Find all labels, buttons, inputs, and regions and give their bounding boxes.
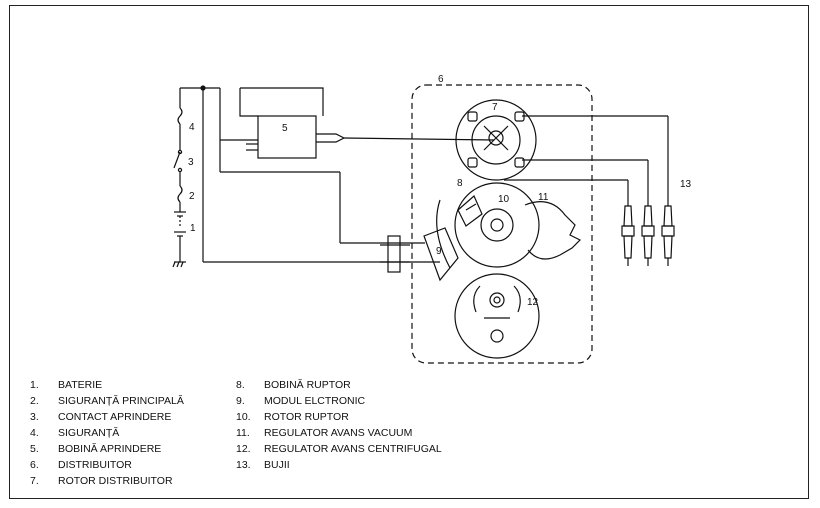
centrifugal-regulator bbox=[454, 273, 540, 359]
legend-item: 6.DISTRIBUITOR bbox=[30, 459, 132, 471]
fuse-icon bbox=[177, 185, 183, 203]
ground-icon bbox=[172, 261, 186, 268]
legend-item: 2.SIGURANȚĂ PRINCIPALĂ bbox=[30, 395, 184, 407]
callout-7: 7 bbox=[492, 102, 498, 113]
legend-item: 9.MODUL ELCTRONIC bbox=[236, 395, 366, 407]
spark-plug-icon bbox=[661, 205, 675, 266]
callout-12: 12 bbox=[527, 297, 539, 308]
legend-item: 1.BATERIE bbox=[30, 379, 103, 391]
battery-icon bbox=[174, 211, 186, 237]
callout-5: 5 bbox=[282, 123, 288, 134]
legend-right: 8.BOBINĂ RUPTOR 9.MODUL ELCTRONIC 10.ROT… bbox=[236, 377, 442, 473]
breaker-rotor bbox=[436, 182, 540, 269]
legend-item: 3.CONTACT APRINDERE bbox=[30, 411, 172, 423]
callout-10: 10 bbox=[498, 194, 510, 205]
electronic-module bbox=[423, 227, 459, 282]
legend-item: 5.BOBINĂ APRINDERE bbox=[30, 443, 162, 455]
callout-4: 4 bbox=[189, 122, 195, 133]
distributor-rotor bbox=[455, 99, 537, 181]
callout-11: 11 bbox=[538, 192, 549, 203]
legend-item: 10.ROTOR RUPTOR bbox=[236, 411, 349, 423]
legend-item: 7.ROTOR DISTRIBUITOR bbox=[30, 475, 173, 487]
switch-icon bbox=[173, 149, 183, 173]
callout-2: 2 bbox=[189, 191, 195, 202]
callout-8: 8 bbox=[457, 178, 463, 189]
legend-item: 11.REGULATOR AVANS VACUUM bbox=[236, 427, 413, 439]
spark-plug-icon bbox=[641, 205, 655, 266]
spark-plug-icon bbox=[621, 205, 635, 266]
legend-item: 12.REGULATOR AVANS CENTRIFUGAL bbox=[236, 443, 442, 455]
high-tension-lead bbox=[343, 137, 495, 141]
legend-item: 8.BOBINĂ RUPTOR bbox=[236, 379, 351, 391]
figure-frame bbox=[9, 5, 809, 499]
vacuum-regulator bbox=[524, 201, 582, 260]
callout-3: 3 bbox=[188, 157, 194, 168]
legend-item: 4.SIGURANȚĂ bbox=[30, 427, 120, 439]
distributor-outline bbox=[411, 84, 593, 364]
coil-icon bbox=[239, 87, 346, 159]
legend-item: 13.BUJII bbox=[236, 459, 290, 471]
connector bbox=[387, 235, 401, 273]
callout-1: 1 bbox=[190, 223, 196, 234]
callout-9: 9 bbox=[436, 246, 442, 257]
fuse-icon bbox=[177, 107, 183, 125]
legend-left: 1.BATERIE 2.SIGURANȚĂ PRINCIPALĂ 3.CONTA… bbox=[30, 377, 184, 489]
callout-13: 13 bbox=[680, 179, 692, 190]
callout-6: 6 bbox=[438, 74, 444, 85]
